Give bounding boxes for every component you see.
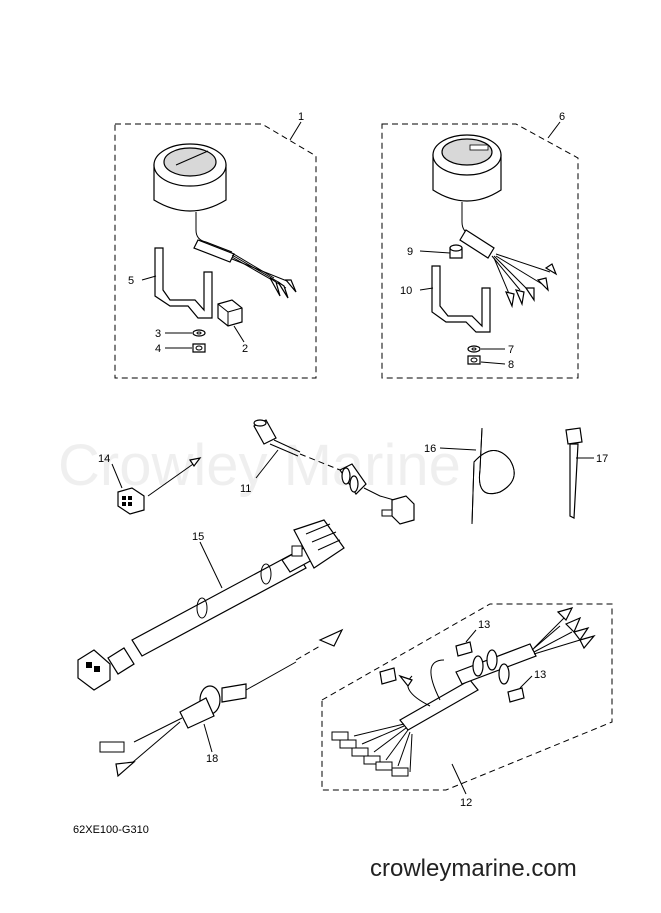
nut-8: [467, 355, 481, 365]
callout-3: 3: [155, 328, 161, 340]
washer-3: [192, 329, 206, 337]
callout-12: 12: [460, 797, 472, 809]
group-1-boundary: [114, 123, 317, 379]
callout-1: 1: [298, 111, 304, 123]
gauge-6: [432, 134, 502, 259]
washer-7: [467, 345, 481, 353]
callout-14: 14: [98, 453, 110, 465]
nut-4: [192, 343, 206, 353]
callout-2: 2: [242, 343, 248, 355]
callout-8: 8: [508, 359, 514, 371]
gauge-1-wire-leads: [231, 252, 297, 299]
callout-18: 18: [206, 753, 218, 765]
sensor-cable-11: [253, 419, 415, 525]
callout-11: 11: [240, 483, 251, 495]
site-url[interactable]: crowleymarine.com: [370, 855, 577, 882]
cable-tie-17: [565, 427, 583, 519]
callout-7: 7: [508, 344, 514, 356]
harness-18: [99, 628, 344, 778]
callout-9: 9: [407, 246, 413, 258]
cap-9: [449, 244, 463, 259]
bracket-5: [154, 247, 213, 319]
callout-5: 5: [128, 275, 134, 287]
tube-16: [471, 427, 515, 525]
gauge-1: [153, 143, 235, 263]
callout-17: 17: [596, 453, 608, 465]
callout-16: 16: [424, 443, 436, 455]
callout-13b: 13: [534, 669, 546, 681]
connector-2: [217, 299, 243, 327]
watermark-text: Crowley Marine: [58, 433, 461, 498]
callout-10: 10: [400, 285, 412, 297]
harness-12: [331, 607, 596, 777]
gauge-6-wire-leads: [491, 253, 558, 309]
terminal-cap-13a: [455, 641, 473, 657]
diagram-code: 62XE100-G310: [73, 824, 149, 836]
terminal-cap-13b: [507, 687, 525, 703]
arrow-14: [147, 461, 197, 497]
bracket-10: [431, 265, 491, 333]
group-6-boundary: [381, 123, 579, 379]
callout-4: 4: [155, 343, 161, 355]
callout-13a: 13: [478, 619, 490, 631]
harness-15: [77, 519, 345, 691]
group-12-boundary: [321, 603, 613, 791]
connector-14: [117, 487, 145, 515]
callout-6: 6: [559, 111, 565, 123]
callout-15: 15: [192, 531, 204, 543]
